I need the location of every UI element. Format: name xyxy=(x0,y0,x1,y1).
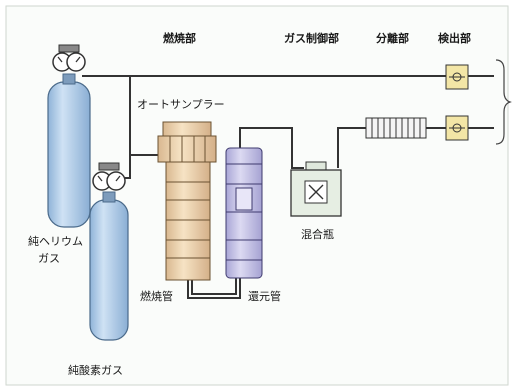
helium-cylinder-neck xyxy=(62,73,76,85)
lower-detector-icon xyxy=(445,115,469,141)
outlet-brace xyxy=(495,59,512,145)
oxygen-gas-label: 純酸素ガス xyxy=(68,363,123,377)
reduction-tube-body xyxy=(225,147,263,279)
mixer-to-column-line xyxy=(337,127,366,168)
helium-regulator-icon xyxy=(52,44,86,72)
autosampler-head xyxy=(157,135,217,163)
mixing-fan-blades xyxy=(308,184,324,200)
mixing-bottle-label: 混合瓶 xyxy=(301,227,334,241)
oxygen-regulator-icon xyxy=(92,162,126,191)
oxygen-gauge-left-needle xyxy=(97,175,103,182)
mixing-bottle xyxy=(290,161,342,217)
autosampler-label: オートサンプラー xyxy=(137,98,225,111)
helium-gauge-right-needle xyxy=(75,56,81,63)
reduction-tube-label: 還元管 xyxy=(248,289,281,303)
combustion-tube-body xyxy=(165,161,211,281)
oxygen-gauge-right-needle xyxy=(115,175,121,182)
reduction-to-mixer-line xyxy=(239,127,304,169)
oxygen-regulator-valve xyxy=(98,162,120,171)
helium-gas-label-line2: ガス xyxy=(38,252,60,265)
mixing-fan-icon xyxy=(304,180,328,204)
autosampler-head-top xyxy=(162,121,212,137)
reduction-tube xyxy=(225,147,263,279)
helium-cylinder xyxy=(47,73,91,228)
helium-gauge-left-needle xyxy=(57,56,63,63)
helium-cylinder-body xyxy=(47,81,91,228)
combustion-tube xyxy=(157,121,217,281)
helium-regulator-valve xyxy=(58,44,80,53)
upper-detector-icon xyxy=(445,64,469,90)
section-separation: 分離部 xyxy=(376,31,409,45)
section-detection: 検出部 xyxy=(438,31,471,45)
separation-column-coils xyxy=(371,118,421,138)
oxygen-cylinder-body xyxy=(89,199,129,341)
combustion-to-reduction-line-inner xyxy=(191,278,237,295)
oxygen-cylinder xyxy=(89,191,129,341)
combustion-tube-label: 燃焼管 xyxy=(140,289,173,303)
oxygen-cylinder-neck xyxy=(102,191,116,203)
separation-column xyxy=(365,117,427,139)
combustion-to-reduction-line xyxy=(187,278,241,299)
helium-gas-label-line1: 純ヘリウム xyxy=(28,235,83,248)
section-combustion: 燃焼部 xyxy=(162,31,196,45)
gas-lines xyxy=(82,75,494,299)
reduction-tube-window xyxy=(235,187,253,211)
section-gas-control: ガス制御部 xyxy=(284,31,339,45)
